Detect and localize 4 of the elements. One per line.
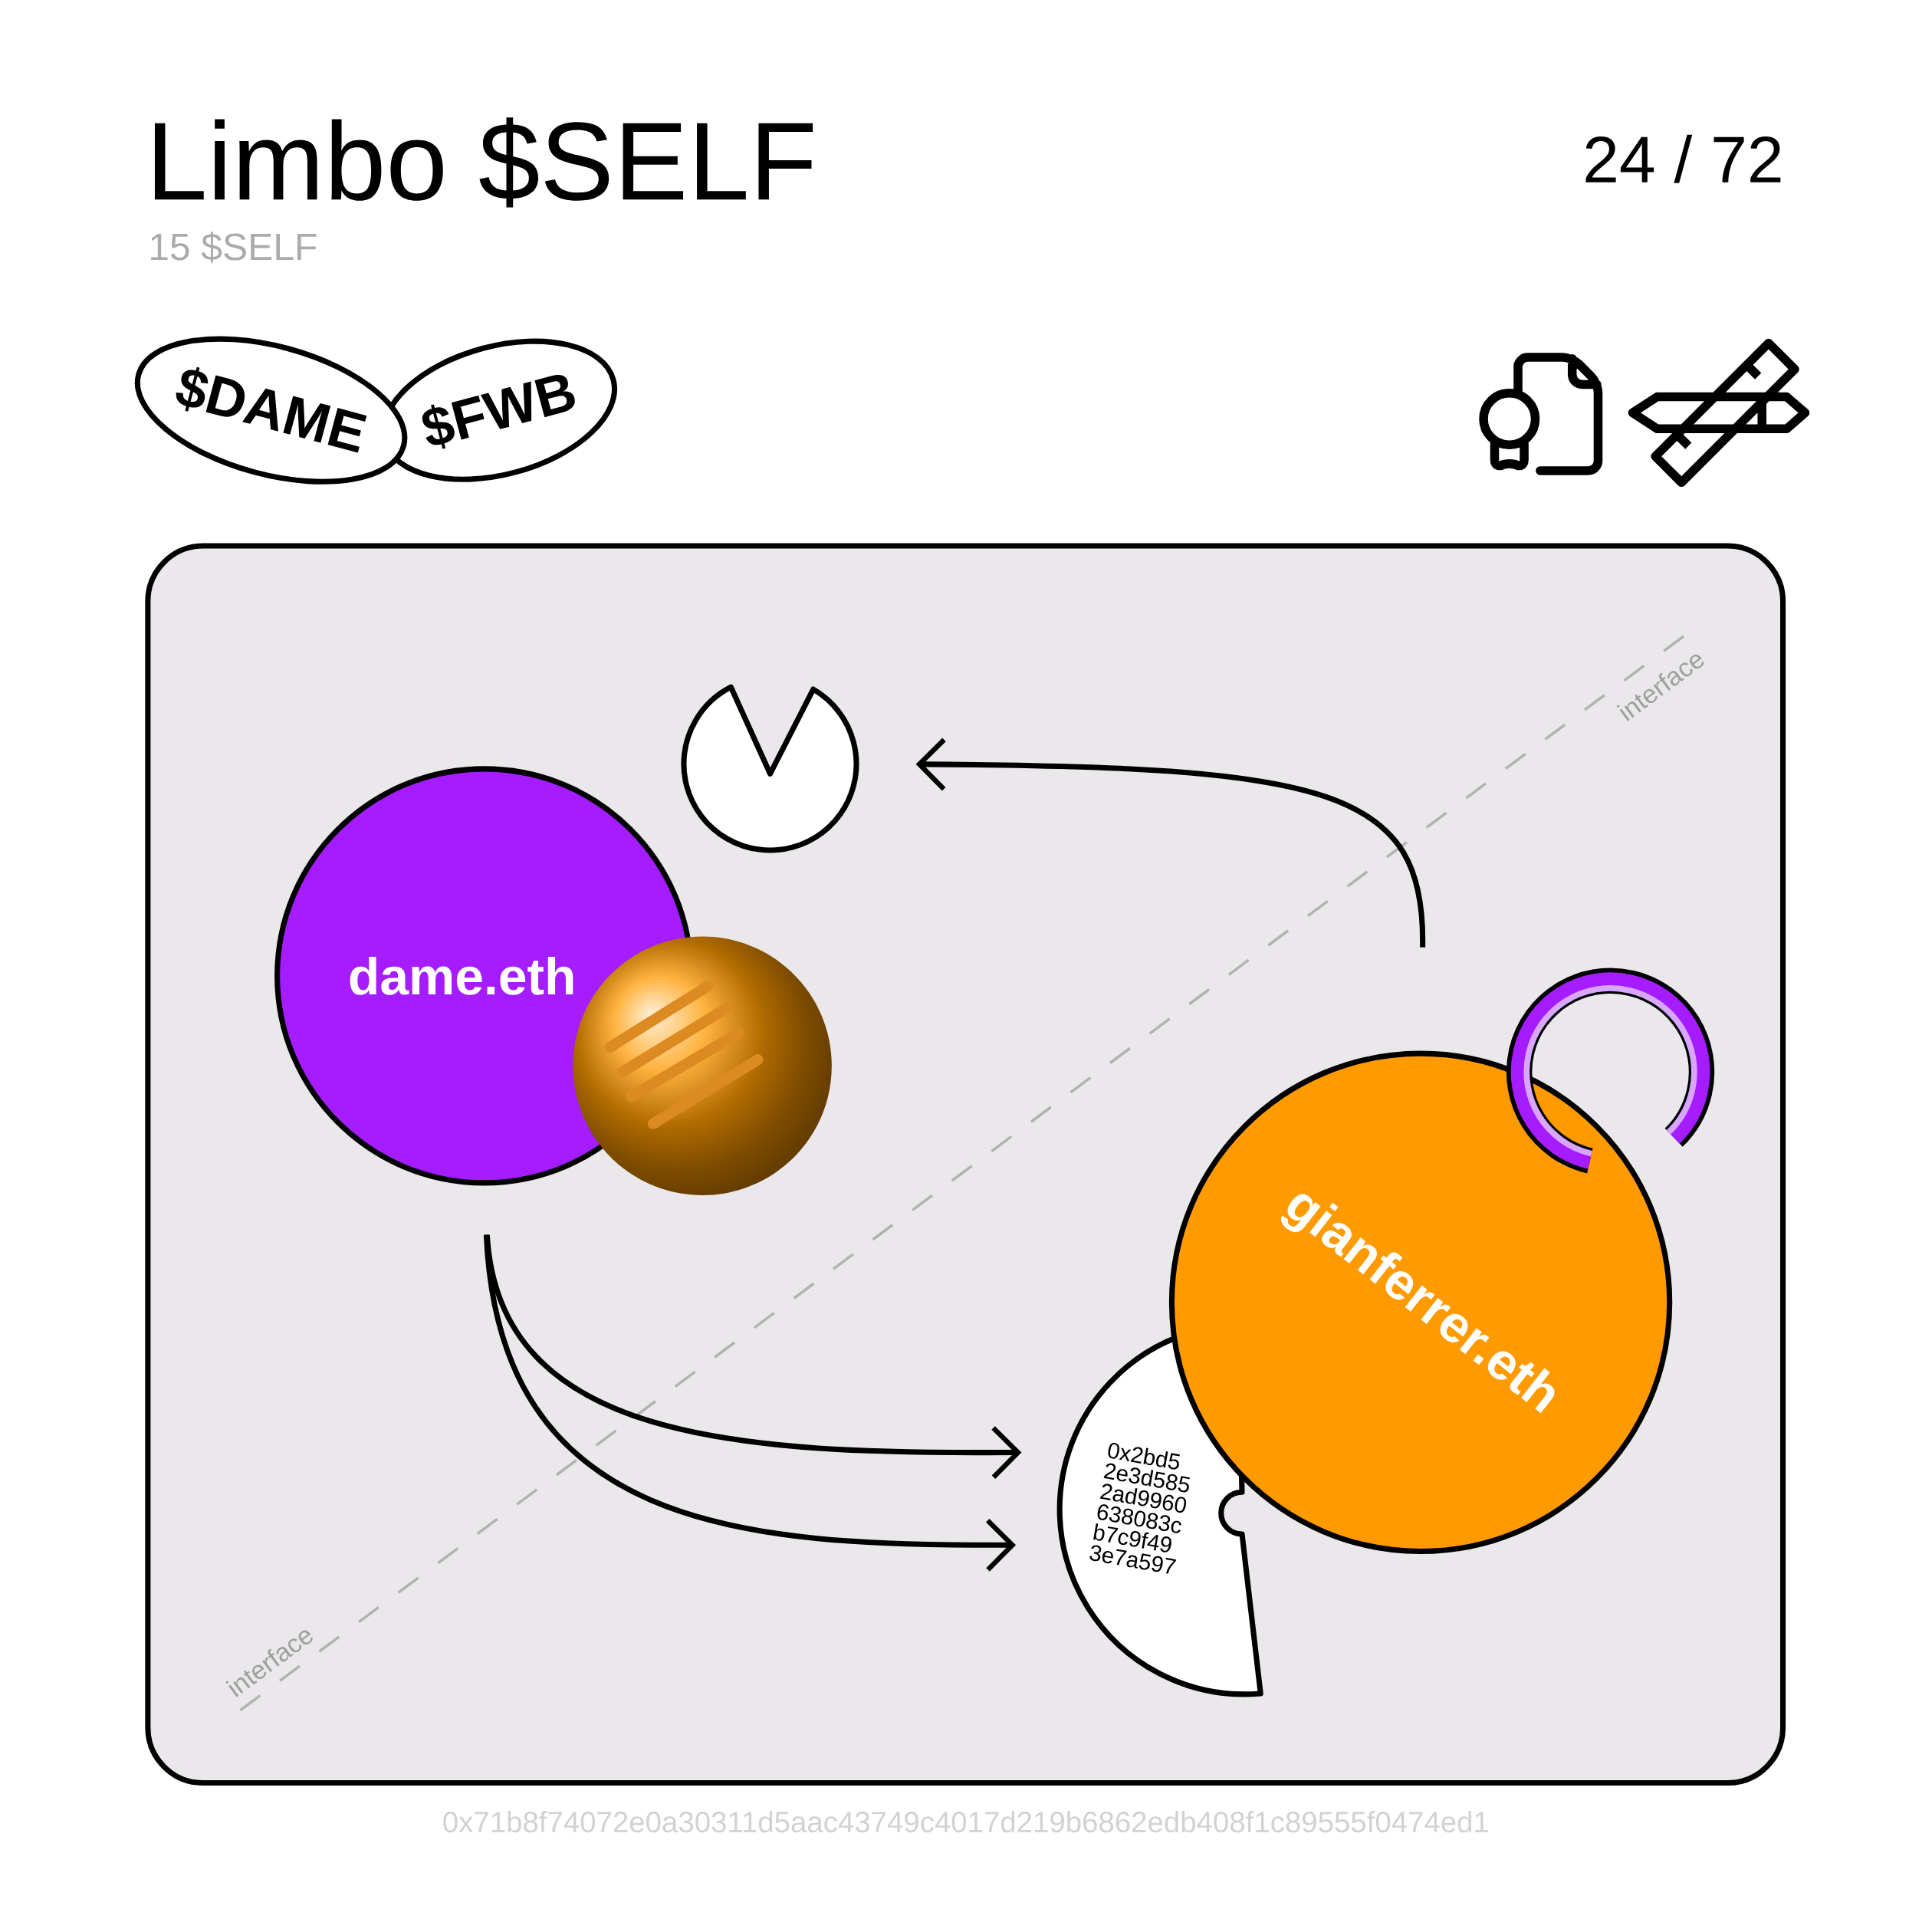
page-counter: 24 / 72 [1585, 134, 1781, 183]
subtitle: 15 $SELF [151, 232, 317, 263]
title: Limbo $SELF [154, 117, 813, 208]
arrow [483, 1234, 1017, 1572]
